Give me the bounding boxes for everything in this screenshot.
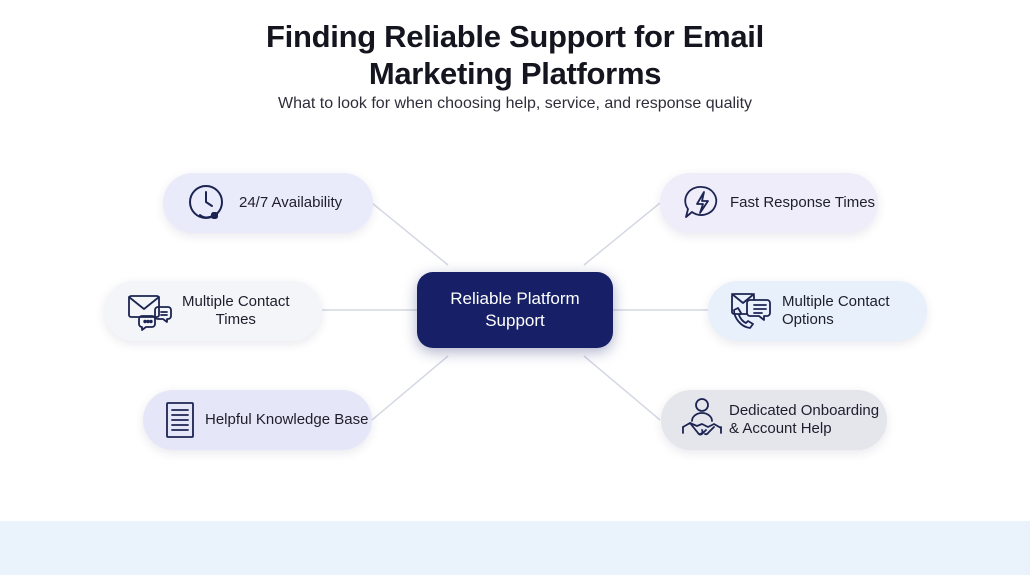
bottom-band <box>0 521 1030 575</box>
node-knowledge-base: Helpful Knowledge Base <box>143 390 372 450</box>
node-onboarding-label: Dedicated Onboarding & Account Help <box>729 402 880 437</box>
title-line-1: Finding Reliable Support for Email <box>266 19 764 54</box>
page-subtitle: What to look for when choosing help, ser… <box>277 95 753 112</box>
node-availability: 24/7 Availability <box>163 173 373 233</box>
node-response-times: Fast Response Times <box>660 173 878 233</box>
document-icon <box>163 400 197 440</box>
node-contact-options-label: Multiple Contact Options <box>782 293 890 328</box>
node-knowledge-base-label: Helpful Knowledge Base <box>205 411 369 428</box>
node-onboarding: Dedicated Onboarding & Account Help <box>661 390 887 450</box>
center-node: Reliable Platform Support <box>417 272 613 348</box>
node-contact-times: Multiple Contact Times <box>104 281 322 341</box>
connector-availability <box>371 202 449 266</box>
center-line-1: Reliable Platform <box>450 289 580 308</box>
title-line-2: Marketing Platforms <box>368 56 662 91</box>
node-availability-label: 24/7 Availability <box>239 194 343 211</box>
center-line-2: Support <box>485 311 545 330</box>
clock-headset-icon <box>185 181 229 225</box>
envelope-chat-icon <box>126 289 174 333</box>
connector-onboarding <box>583 355 661 421</box>
node-response-times-label: Fast Response Times <box>730 194 876 211</box>
handshake-person-icon <box>681 396 723 444</box>
page-title: Finding Reliable Support for Email Marke… <box>0 18 1030 92</box>
lightning-chat-icon <box>682 183 722 223</box>
connector-response-times <box>583 202 661 266</box>
node-contact-times-label: Multiple Contact Times <box>182 293 290 328</box>
connector-knowledge-base <box>371 355 449 421</box>
node-contact-options: Multiple Contact Options <box>708 281 927 341</box>
phone-chat-icon <box>728 289 774 333</box>
